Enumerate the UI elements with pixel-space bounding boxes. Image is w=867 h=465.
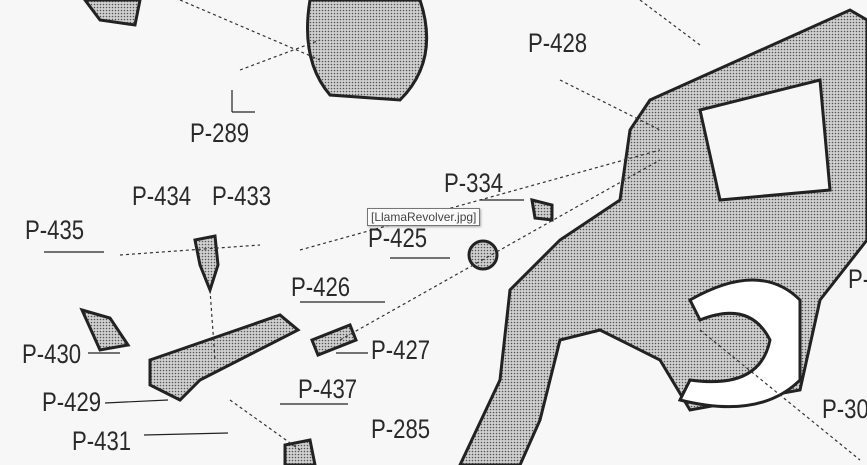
part-334 bbox=[530, 197, 554, 222]
part-425-bushing bbox=[467, 239, 499, 271]
part-top-left bbox=[83, 0, 142, 27]
trigger-guard bbox=[677, 278, 802, 409]
part-433 bbox=[193, 234, 220, 295]
label-p427: P-427 bbox=[371, 335, 431, 365]
image-filename-tooltip: [LlamaRevolver.jpg] bbox=[367, 208, 481, 226]
label-p289: P-289 bbox=[190, 118, 250, 148]
label-p4-partial: P-4 bbox=[848, 264, 867, 294]
label-p425: P-425 bbox=[368, 223, 428, 253]
revolver-frame bbox=[458, 8, 867, 465]
part-427 bbox=[310, 323, 358, 357]
label-p428: P-428 bbox=[528, 28, 588, 58]
label-p334: P-334 bbox=[444, 168, 504, 198]
label-p435: P-435 bbox=[25, 215, 85, 245]
label-p30-partial: P-30 bbox=[822, 394, 867, 424]
hammer bbox=[148, 313, 301, 402]
label-p430: P-430 bbox=[22, 339, 82, 369]
part-bottom bbox=[283, 438, 317, 465]
part-430 bbox=[79, 307, 131, 352]
label-p285: P-285 bbox=[371, 414, 431, 444]
cylinder bbox=[306, 0, 429, 102]
label-p437: P-437 bbox=[298, 374, 358, 404]
label-p433: P-433 bbox=[212, 181, 272, 211]
label-p431: P-431 bbox=[72, 426, 132, 456]
frame-window bbox=[698, 78, 832, 202]
label-p434: P-434 bbox=[132, 181, 192, 211]
label-p426: P-426 bbox=[291, 272, 351, 302]
label-p429: P-429 bbox=[42, 387, 102, 417]
